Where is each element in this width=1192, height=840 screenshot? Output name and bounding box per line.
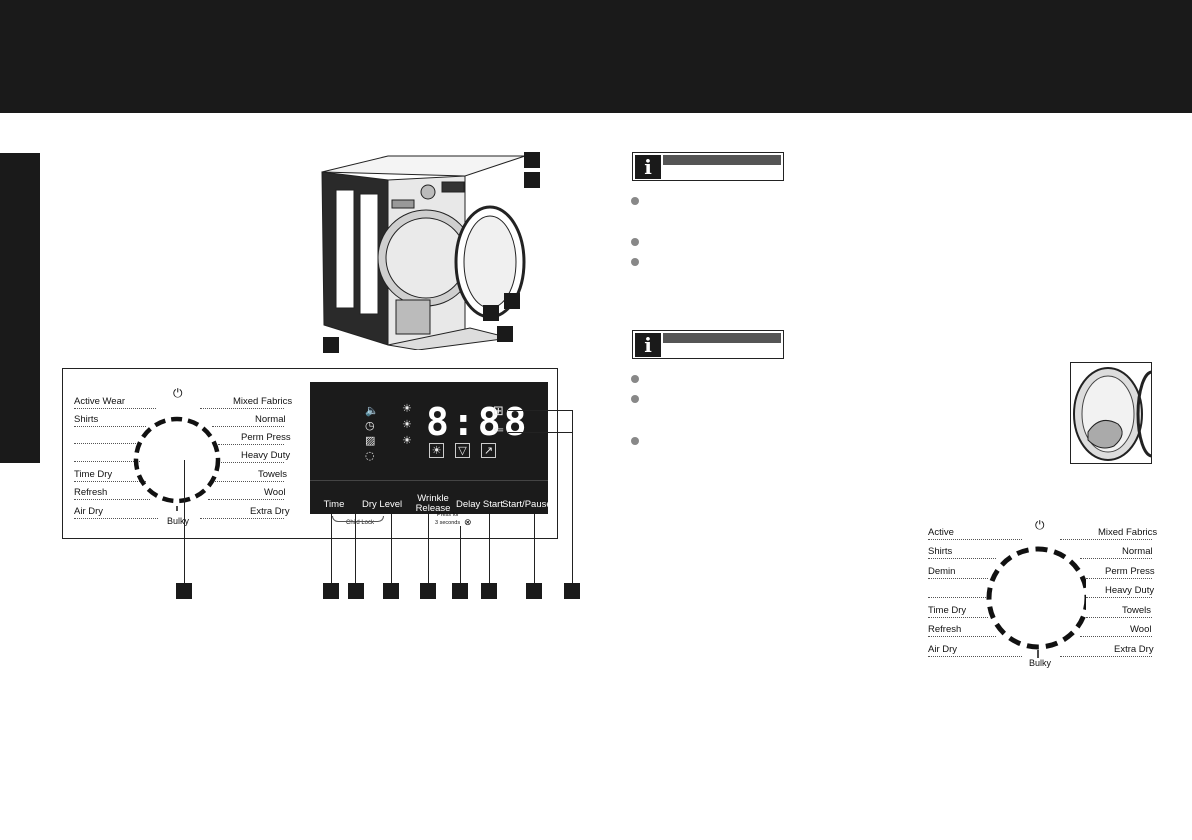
- program-label-bulky-small: Bulky: [1029, 658, 1052, 668]
- program-label: Time Dry: [74, 469, 113, 480]
- program-label: Extra Dry: [1114, 644, 1154, 655]
- program-label: Shirts: [928, 546, 953, 557]
- drum-lint-photo: [1070, 362, 1152, 464]
- callout-marker-2: [524, 172, 540, 188]
- time-button[interactable]: Time: [323, 499, 345, 510]
- program-selector-knob[interactable]: [133, 408, 223, 512]
- tank-full-icon: ⊞: [493, 404, 504, 419]
- program-label: Wool: [1130, 624, 1152, 635]
- program-label: Normal: [255, 414, 286, 425]
- program-label: Towels: [258, 469, 288, 480]
- child-lock-icon: ⇐: [493, 423, 504, 438]
- callout-marker-delay: [481, 583, 497, 599]
- program-label: Refresh: [74, 487, 108, 498]
- power-icon: ⏻: [173, 386, 183, 400]
- program-selector-knob-small: [986, 546, 1086, 658]
- sound-icon: 🔈: [365, 404, 379, 417]
- sun-indicator-icon: ☀: [429, 443, 444, 458]
- time-display: 8:88: [426, 400, 530, 444]
- page-header-bar: [0, 0, 1192, 113]
- bullet: [631, 395, 639, 403]
- press-note-2: 3 seconds: [435, 520, 461, 526]
- side-tab: [0, 153, 40, 463]
- program-label: Wool: [264, 487, 286, 498]
- callout-marker-1: [524, 152, 540, 168]
- condenser-indicator-icon: ↗: [481, 443, 496, 458]
- press-note-1: Press for: [437, 512, 460, 518]
- program-label: Mixed Fabrics: [1098, 527, 1158, 538]
- callout-marker-3: [504, 293, 520, 309]
- callout-marker-knob: [176, 583, 192, 599]
- clock-icon: ◷: [365, 419, 375, 432]
- power-icon-small: ⏻: [1035, 518, 1045, 532]
- program-label-bulky: Bulky: [167, 516, 190, 526]
- bullet: [631, 197, 639, 205]
- program-label: Normal: [1122, 546, 1153, 557]
- child-lock-note: Child Lock: [346, 520, 375, 526]
- program-label: Heavy Duty: [1105, 585, 1155, 596]
- callout-marker-dry-level: [383, 583, 399, 599]
- wrinkle-icon: ◌: [365, 449, 375, 462]
- program-label: Refresh: [928, 624, 962, 635]
- dry-level-high-icon: ☀: [402, 402, 412, 415]
- bullet: [631, 375, 639, 383]
- program-label: Perm Press: [1105, 566, 1155, 577]
- dryer-illustration: [321, 155, 526, 350]
- program-label: Perm Press: [241, 432, 291, 443]
- info-box-1: i: [632, 152, 784, 181]
- bullet: [631, 258, 639, 266]
- callout-marker-5: [497, 326, 513, 342]
- wrinkle-release-button[interactable]: Wrinkle Release: [415, 493, 451, 514]
- callout-marker-press: [452, 583, 468, 599]
- program-label: Extra Dry: [250, 506, 290, 517]
- callout-marker-wrinkle: [420, 583, 436, 599]
- filter-indicator-icon: ▽: [455, 443, 470, 458]
- program-label: Shirts: [74, 414, 99, 425]
- program-label: Active: [928, 527, 954, 538]
- info-icon: i: [635, 155, 661, 179]
- start-pause-button[interactable]: Start/Pause: [502, 499, 552, 510]
- program-label: Mixed Fabrics: [233, 396, 293, 407]
- dry-level-low-icon: ☀: [402, 434, 412, 447]
- dry-level-button[interactable]: Dry Level: [362, 499, 403, 510]
- callout-marker-child-lock: [348, 583, 364, 599]
- program-label: Towels: [1122, 605, 1152, 616]
- bullet: [631, 238, 639, 246]
- program-label: Time Dry: [928, 605, 967, 616]
- dry-level-mid-icon: ☀: [402, 418, 412, 431]
- bullet: [631, 437, 639, 445]
- delay-start-button[interactable]: Delay Start: [456, 499, 503, 510]
- info-box-2: i: [632, 330, 784, 359]
- child-lock-icon-small: ⊗: [464, 517, 472, 527]
- callout-marker-6: [323, 337, 339, 353]
- dry-level-icon: ▨: [365, 434, 376, 447]
- program-label: Heavy Duty: [241, 450, 291, 461]
- program-label: Air Dry: [928, 644, 958, 655]
- program-label: Active Wear: [74, 396, 126, 407]
- callout-marker-4: [483, 305, 499, 321]
- info-icon: i: [635, 333, 661, 357]
- program-label: Air Dry: [74, 506, 104, 517]
- callout-marker-time: [323, 583, 339, 599]
- program-label: Demin: [928, 566, 956, 577]
- callout-marker-start: [526, 583, 542, 599]
- callout-marker-indicators: [564, 583, 580, 599]
